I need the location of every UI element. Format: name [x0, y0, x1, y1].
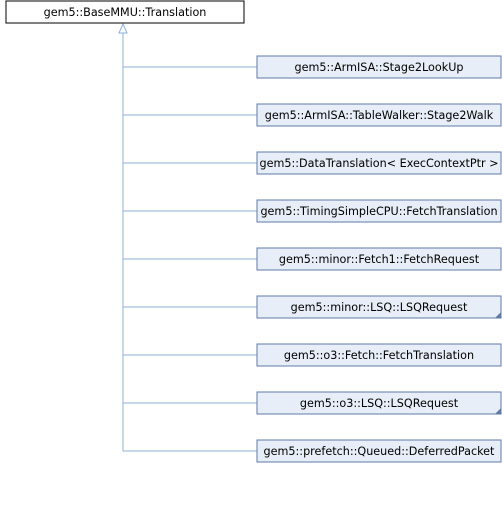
derived-class-box — [256, 343, 502, 367]
derived-class-label: gem5::prefetch::Queued::DeferredPacket — [264, 445, 496, 458]
derived-class-label: gem5::ArmISA::TableWalker::Stage2Walk — [265, 109, 494, 122]
derived-class-box — [256, 247, 502, 271]
derived-class-node[interactable]: gem5::minor::Fetch1::FetchRequest — [256, 247, 502, 271]
derived-class-node[interactable]: gem5::o3::LSQ::LSQRequest — [256, 391, 502, 415]
derived-class-node[interactable]: gem5::ArmISA::Stage2LookUp — [256, 55, 502, 79]
derived-class-node[interactable]: gem5::prefetch::Queued::DeferredPacket — [256, 439, 502, 463]
derived-class-box — [256, 391, 502, 415]
derived-class-nodes: gem5::ArmISA::Stage2LookUpgem5::ArmISA::… — [256, 55, 502, 463]
derived-class-label: gem5::o3::Fetch::FetchTranslation — [284, 349, 474, 362]
inheritance-arrowhead — [118, 22, 128, 34]
base-class-label: gem5::BaseMMU::Translation — [44, 6, 207, 19]
more-subclasses-marker — [495, 312, 501, 318]
derived-class-label: gem5::minor::LSQ::LSQRequest — [291, 301, 468, 314]
derived-class-box — [256, 439, 502, 463]
derived-class-label: gem5::TimingSimpleCPU::FetchTranslation — [260, 205, 497, 218]
derived-class-label: gem5::DataTranslation< ExecContextPtr > — [259, 157, 498, 170]
derived-class-box — [256, 55, 502, 79]
derived-class-box — [256, 295, 502, 319]
derived-class-node[interactable]: gem5::minor::LSQ::LSQRequest — [256, 295, 502, 319]
base-class-node[interactable]: gem5::BaseMMU::Translation — [5, 0, 245, 24]
more-subclasses-marker — [495, 408, 501, 414]
derived-class-box — [256, 199, 502, 223]
derived-class-node[interactable]: gem5::TimingSimpleCPU::FetchTranslation — [256, 199, 502, 223]
derived-class-label: gem5::minor::Fetch1::FetchRequest — [279, 253, 480, 266]
derived-class-node[interactable]: gem5::ArmISA::TableWalker::Stage2Walk — [256, 103, 502, 127]
derived-class-label: gem5::ArmISA::Stage2LookUp — [294, 61, 463, 74]
derived-class-box — [256, 103, 502, 127]
derived-class-label: gem5::o3::LSQ::LSQRequest — [300, 397, 459, 410]
inheritance-edges — [118, 22, 257, 452]
derived-class-node[interactable]: gem5::o3::Fetch::FetchTranslation — [256, 343, 502, 367]
derived-class-box — [256, 151, 502, 175]
base-class-box — [5, 0, 245, 24]
derived-class-node[interactable]: gem5::DataTranslation< ExecContextPtr > — [256, 151, 502, 175]
